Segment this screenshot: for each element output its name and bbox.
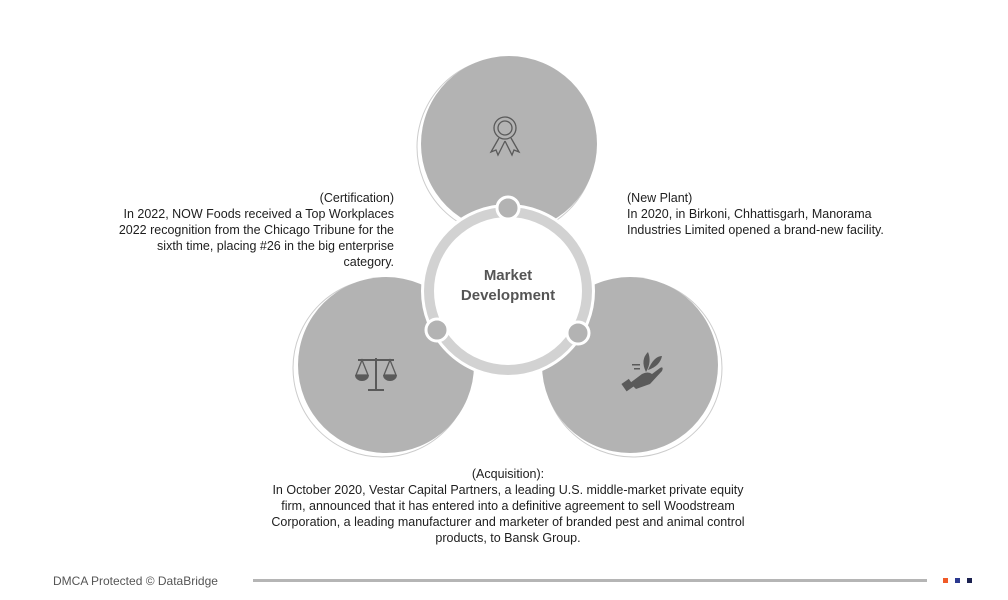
balance-scale-icon bbox=[355, 358, 397, 391]
new-plant-text: (New Plant) In 2020, in Birkoni, Chhatti… bbox=[627, 190, 917, 238]
connector-dot-right bbox=[565, 320, 591, 346]
footer-copyright: DMCA Protected © DataBridge bbox=[53, 574, 218, 588]
new-plant-heading: (New Plant) bbox=[627, 191, 693, 205]
certification-heading: (Certification) bbox=[319, 191, 394, 205]
certification-body: In 2022, NOW Foods received a Top Workpl… bbox=[118, 207, 394, 269]
brand-square-navy bbox=[967, 578, 972, 583]
acquisition-text: (Acquisition): In October 2020, Vestar C… bbox=[262, 466, 754, 546]
acquisition-heading: (Acquisition): bbox=[471, 467, 545, 481]
brand-square-blue bbox=[955, 578, 960, 583]
connector-dot-left bbox=[424, 317, 450, 343]
certification-text: (Certification) In 2022, NOW Foods recei… bbox=[108, 190, 394, 270]
connector-dot-top bbox=[495, 195, 521, 221]
new-plant-body: In 2020, in Birkoni, Chhattisgarh, Manor… bbox=[627, 207, 884, 237]
center-title-line1: Market bbox=[483, 267, 533, 284]
center-title-line2: Development bbox=[460, 287, 556, 304]
circle-certification bbox=[416, 56, 597, 237]
award-ribbon-icon bbox=[489, 116, 521, 157]
center-title: Market Development bbox=[428, 266, 588, 306]
footer-divider bbox=[253, 579, 927, 582]
brand-square-orange bbox=[943, 578, 948, 583]
plant-in-hand-icon bbox=[621, 352, 663, 392]
acquisition-body: In October 2020, Vestar Capital Partners… bbox=[271, 483, 745, 545]
